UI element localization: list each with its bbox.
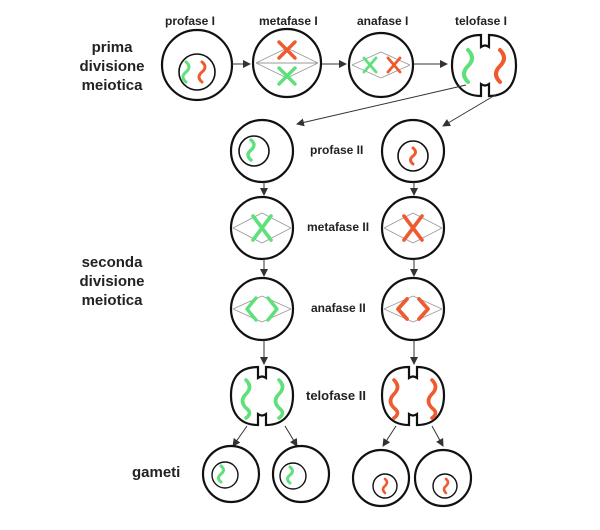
chromosome-green — [362, 56, 378, 74]
cell-metafase-1 — [251, 27, 323, 99]
cell-metafase-2-right — [380, 195, 446, 261]
label-profase-2: profase II — [310, 143, 364, 157]
chromosome-green — [273, 378, 285, 420]
chromosome-red — [197, 60, 207, 84]
spindle — [351, 51, 411, 79]
gamete-2 — [271, 444, 331, 504]
label-line: meiotica — [81, 77, 143, 94]
arrows-to-second-division — [296, 84, 498, 127]
arrows-to-gametes — [232, 425, 444, 447]
gamete-1 — [201, 444, 261, 504]
chromosome-green — [266, 296, 279, 322]
nucleus — [432, 473, 458, 499]
cell-telofase-2-right — [380, 365, 446, 427]
cell-anafase-2-right — [380, 276, 446, 342]
cell-profase-1 — [160, 28, 234, 102]
spindle — [255, 47, 319, 79]
label-line: seconda — [81, 254, 143, 271]
chromosome-green — [240, 378, 252, 420]
chromosome-red — [409, 146, 417, 166]
nucleus — [397, 140, 429, 172]
chromosome-green — [181, 60, 191, 84]
label-gametes: gameti — [132, 464, 181, 481]
label-second-division: seconda divisione meiotica — [62, 253, 162, 310]
label-line: meiotica — [81, 292, 143, 309]
spindle — [383, 212, 443, 244]
chromosome-green — [277, 66, 297, 86]
label-telofase-2: telofase II — [306, 388, 366, 403]
nucleus — [238, 135, 270, 167]
chromosome-red — [386, 56, 402, 74]
gamete-4 — [413, 448, 473, 508]
arrows-second-division — [260, 182, 418, 365]
label-telofase-1: telofase I — [455, 14, 508, 28]
cell-anafase-2-left — [229, 276, 295, 342]
label-anafase-2: anafase II — [311, 301, 366, 315]
label-metafase-1: metafase I — [259, 14, 318, 28]
chromosome-red — [442, 477, 450, 495]
label-first-division: prima divisione meiotica — [62, 38, 162, 95]
chromosome-red — [426, 378, 438, 420]
cell-telofase-2-left — [229, 365, 295, 427]
gamete-3 — [351, 448, 411, 508]
cell-profase-2-right — [380, 118, 446, 184]
chromosome-green — [462, 48, 474, 84]
chromosome-red — [388, 378, 400, 420]
nucleus — [178, 53, 216, 91]
label-profase-1: profase I — [165, 14, 216, 28]
chromosome-green — [217, 464, 225, 484]
chromosome-red — [494, 48, 506, 84]
chromosome-green — [251, 214, 273, 242]
chromosome-green — [286, 465, 294, 485]
cell-metafase-2-left — [229, 195, 295, 261]
label-anafase-1: anafase I — [357, 14, 409, 28]
chromosome-red — [417, 297, 430, 321]
chromosome-green — [245, 296, 258, 322]
cell-anafase-1 — [347, 31, 415, 99]
chromosome-green — [246, 138, 256, 162]
nucleus — [279, 462, 307, 490]
chromosome-red — [402, 214, 424, 242]
cell-telofase-1 — [450, 33, 518, 98]
label-line: divisione — [79, 58, 145, 75]
chromosome-red — [381, 477, 389, 495]
label-line: prima — [91, 39, 133, 56]
chromosome-red — [396, 297, 409, 321]
label-metafase-2: metafase II — [307, 220, 370, 234]
label-line: divisione — [79, 273, 145, 290]
nucleus — [372, 473, 398, 499]
cell-profase-2-left — [229, 118, 295, 184]
chromosome-red — [277, 40, 297, 60]
nucleus — [211, 461, 239, 489]
spindle — [232, 212, 292, 244]
